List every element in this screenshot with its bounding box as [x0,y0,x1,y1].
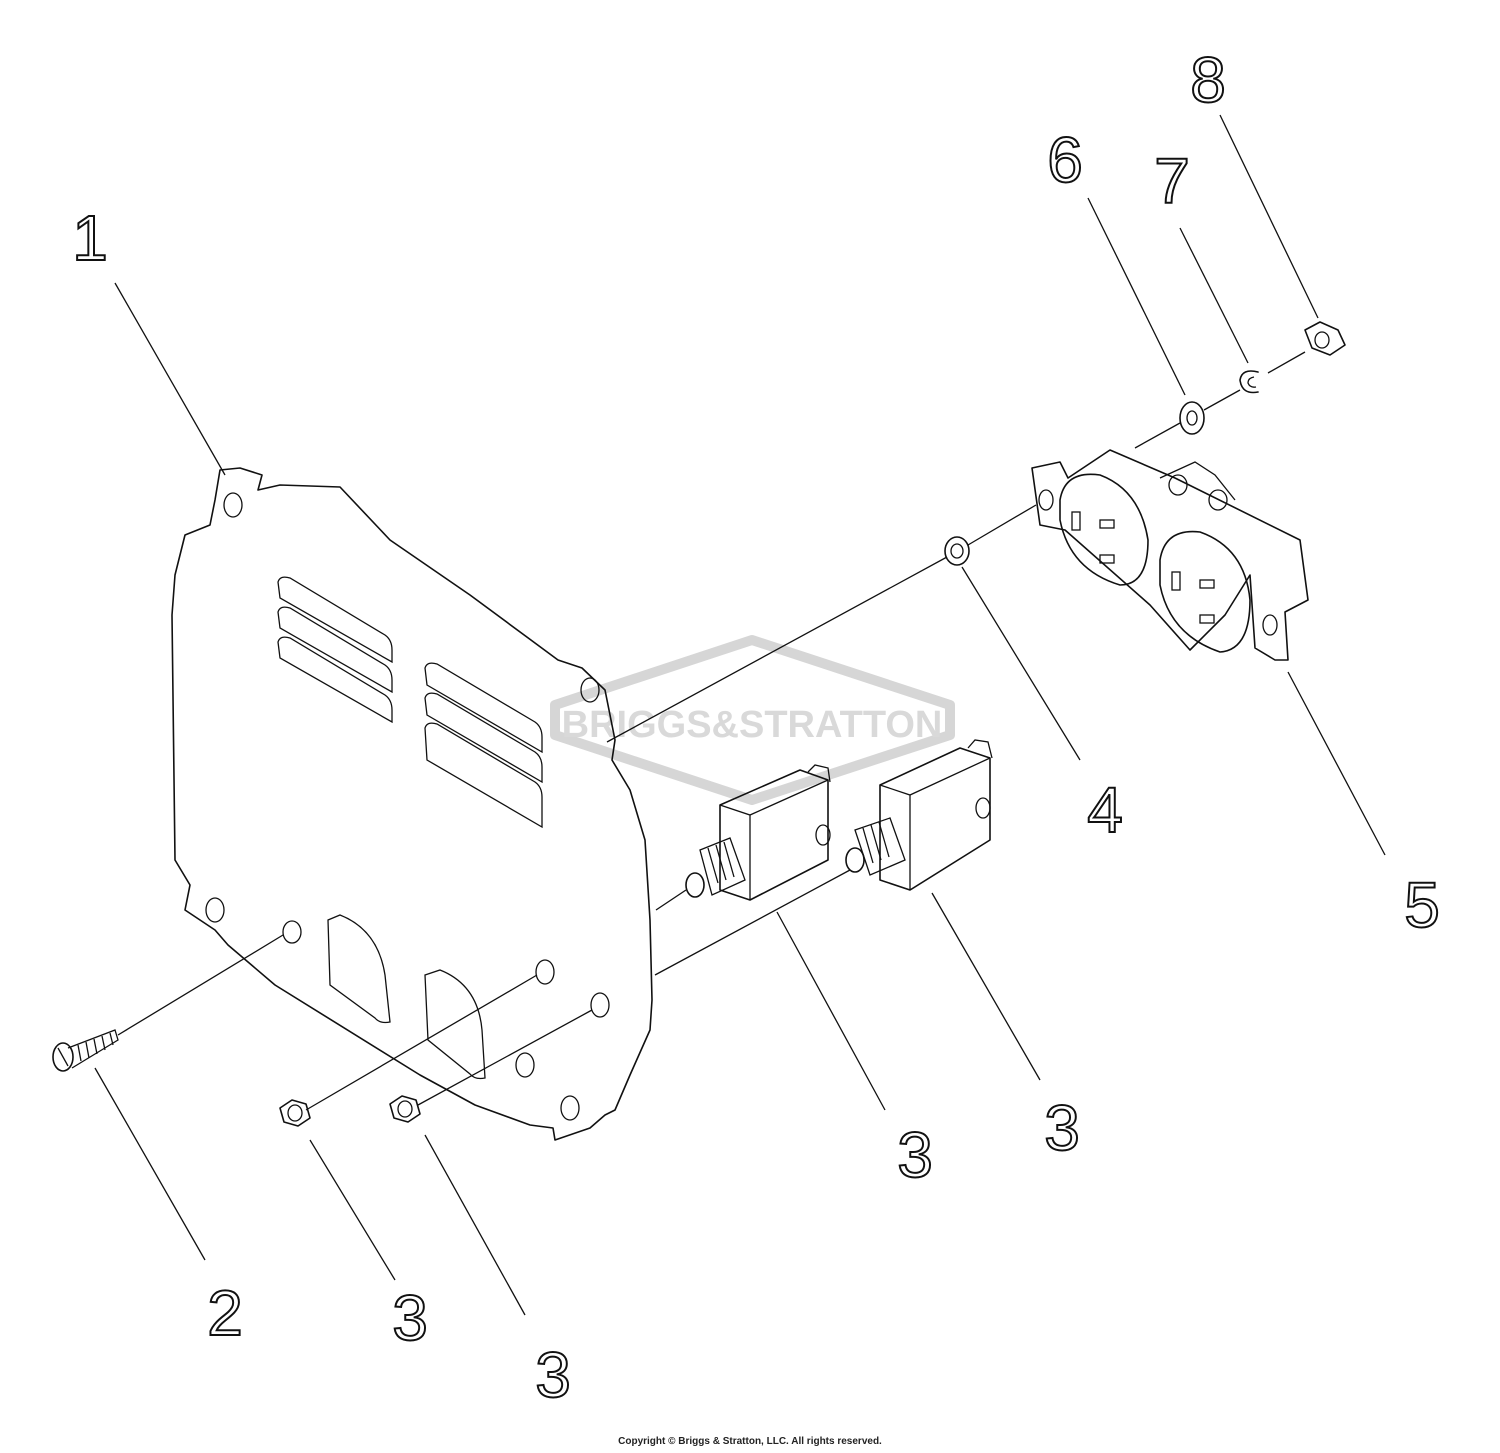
hex-nut [389,1095,421,1123]
duplex-receptacle [1031,449,1309,661]
plate-cutout [327,914,391,1024]
plate-hole [590,992,610,1018]
callout-3-nut-right: 3 [535,1339,571,1411]
callout-5: 5 [1404,869,1440,941]
assembly-lines [117,351,1306,1111]
callout-1: 1 [72,202,108,274]
copyright-notice: Copyright © Briggs & Stratton, LLC. All … [618,1436,882,1447]
callout-7: 7 [1154,145,1190,217]
plate-hole [515,1052,535,1078]
plate-hole [580,677,600,703]
watermark-text: BRIGGS&STRATTON [562,704,943,746]
receptacle-outlet [1059,473,1149,586]
plate-hole [535,959,555,985]
screw [52,1029,119,1072]
plate-louvers-left [277,576,393,724]
callout-2: 2 [207,1277,243,1349]
plate-cutout [424,969,486,1080]
watermark-logo: BRIGGS&STRATTON [550,635,955,805]
plate-hole [223,492,243,518]
receptacle-terminal-screw [1159,461,1236,511]
receptacle-outlet [1159,530,1251,653]
callouts: 1 2 3 3 3 3 4 5 6 7 8 [71,43,1441,1412]
plate-hole [205,897,225,923]
callout-8: 8 [1190,44,1226,116]
plate-hole [282,920,302,944]
plate-hole [560,1095,580,1121]
lock-washer [944,536,970,566]
callout-3-breaker-right: 3 [1044,1092,1080,1164]
circuit-breaker [685,764,831,901]
hex-nut [1304,321,1346,356]
hex-nut [279,1099,311,1127]
callout-3-nut-left: 3 [392,1282,428,1354]
plate-louvers-right [424,662,543,829]
callout-4: 4 [1087,774,1123,846]
callout-3-breaker-left: 3 [897,1119,933,1191]
flat-washer [1179,401,1205,435]
split-lock-washer [1239,370,1259,394]
leader-lines [94,114,1386,1316]
circuit-breaker [845,739,993,891]
control-panel-plate [171,467,653,1141]
callout-6: 6 [1047,124,1083,196]
